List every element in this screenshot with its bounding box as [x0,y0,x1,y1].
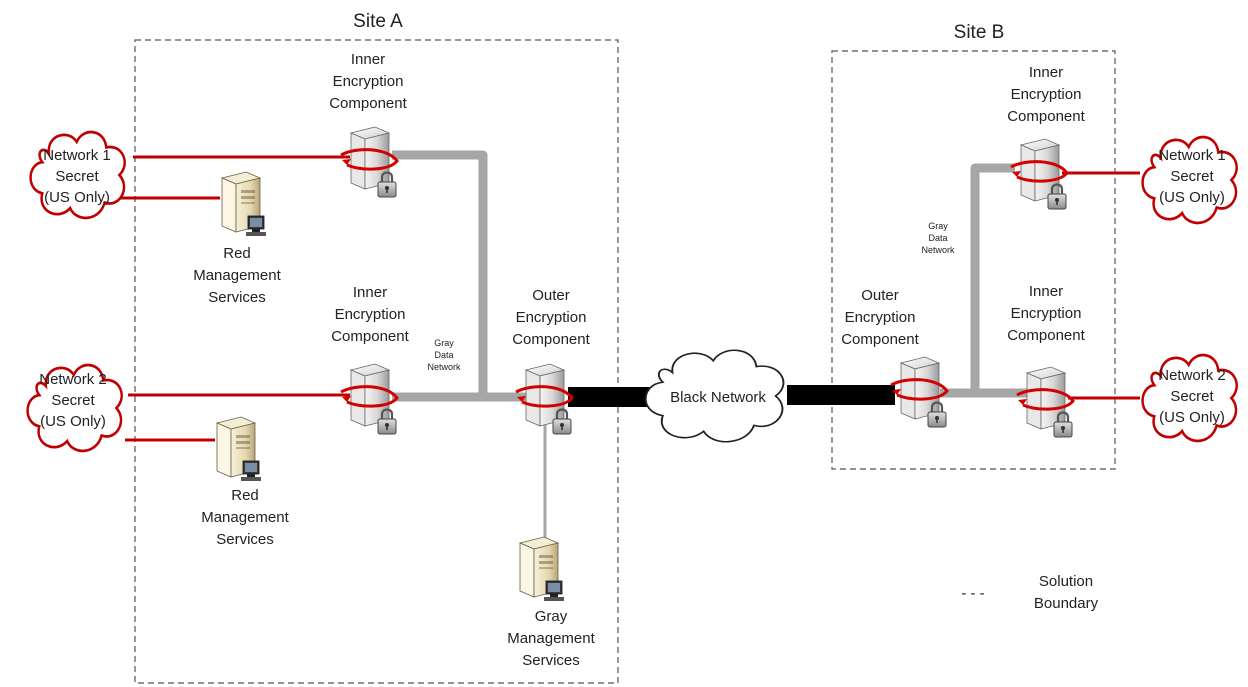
inner-encryption-label-b1: Inner Encryption Component [1007,64,1085,125]
svg-text:Encryption: Encryption [1011,305,1082,322]
red-management-server-icon [216,416,262,482]
network1-left-label: Network 1 Secret (US Only) [43,147,111,206]
svg-text:Encryption: Encryption [335,306,406,323]
svg-text:Network: Network [427,362,461,372]
svg-text:Network 1: Network 1 [43,147,111,164]
gray-links [392,150,1033,402]
legend-label-line1: Solution [1039,573,1093,590]
svg-text:Secret: Secret [1170,388,1214,405]
outer-encryption-label-b: Outer Encryption Component [841,287,919,348]
network1-right-label: Network 1 Secret (US Only) [1158,147,1226,206]
outer-encryption-server-icon [889,355,949,429]
gray-management-server-icon [519,536,565,602]
svg-text:Component: Component [331,328,409,345]
site-b-label: Site B [954,22,1005,43]
gray-data-network-label-b: Gray Data Network [921,221,955,255]
site-b-boundary [831,50,1116,470]
legend-label-line2: Boundary [1034,595,1099,612]
svg-text:Gray: Gray [535,608,568,625]
svg-text:Services: Services [208,289,266,306]
outer-encryption-label-a: Outer Encryption Component [512,287,590,348]
site-a-label: Site A [353,11,403,32]
svg-text:Encryption: Encryption [1011,86,1082,103]
inner-encryption-label-b2: Inner Encryption Component [1007,283,1085,344]
svg-text:Data: Data [928,233,947,243]
svg-text:Component: Component [1007,327,1085,344]
svg-text:Inner: Inner [351,51,385,68]
inner-encryption-server-icon [1009,137,1069,211]
svg-text:(US Only): (US Only) [44,189,110,206]
svg-text:Encryption: Encryption [516,309,587,326]
svg-text:Network 1: Network 1 [1158,147,1226,164]
black-links [568,385,895,407]
svg-text:Management: Management [193,267,281,284]
svg-text:Network: Network [921,245,955,255]
site-a-boundary [134,39,619,684]
red-links [118,155,1140,442]
svg-text:Encryption: Encryption [845,309,916,326]
svg-text:Data: Data [434,350,453,360]
svg-text:Inner: Inner [353,284,387,301]
gray-management-label: Gray Management Services [507,608,595,669]
svg-text:Services: Services [216,531,274,548]
svg-text:Outer: Outer [861,287,899,304]
svg-text:Management: Management [507,630,595,647]
svg-text:Component: Component [841,331,919,348]
svg-text:(US Only): (US Only) [40,413,106,430]
inner-encryption-label-a1: Inner Encryption Component [329,51,407,112]
svg-text:Outer: Outer [532,287,570,304]
svg-text:Network 2: Network 2 [1158,367,1226,384]
inner-encryption-server-icon [339,362,399,436]
network2-right-label: Network 2 Secret (US Only) [1158,367,1226,426]
svg-text:Gray: Gray [434,338,454,348]
inner-encryption-server-icon [339,125,399,199]
legend: - - - Solution Boundary [961,573,1098,612]
red-management-server-icon [221,171,267,237]
svg-text:Component: Component [329,95,407,112]
svg-text:Secret: Secret [55,168,99,185]
svg-text:(US Only): (US Only) [1159,189,1225,206]
red-management-label-1: Red Management Services [193,245,281,306]
svg-text:Component: Component [512,331,590,348]
svg-text:Network 2: Network 2 [39,371,107,388]
network2-left-label: Network 2 Secret (US Only) [39,371,107,430]
svg-text:Encryption: Encryption [333,73,404,90]
inner-encryption-label-a2: Inner Encryption Component [331,284,409,345]
black-network-label: Black Network [670,389,766,406]
svg-text:Secret: Secret [51,392,95,409]
svg-text:Services: Services [522,652,580,669]
svg-text:Inner: Inner [1029,283,1063,300]
gray-data-network-label-a: Gray Data Network [427,338,461,372]
svg-text:(US Only): (US Only) [1159,409,1225,426]
svg-text:Red: Red [231,487,259,504]
svg-text:Inner: Inner [1029,64,1063,81]
svg-text:Management: Management [201,509,289,526]
inner-encryption-server-icon [1015,365,1075,439]
svg-text:Red: Red [223,245,251,262]
legend-line-symbol: - - - [961,585,984,602]
red-management-label-2: Red Management Services [201,487,289,548]
svg-text:Gray: Gray [928,221,948,231]
svg-text:Secret: Secret [1170,168,1214,185]
svg-text:Component: Component [1007,108,1085,125]
